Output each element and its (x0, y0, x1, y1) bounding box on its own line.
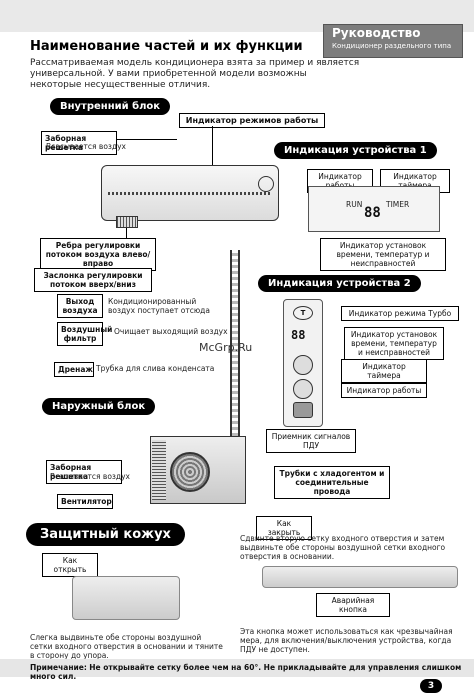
page-title: Наименование частей и их функции (30, 39, 303, 54)
fan-illustration (170, 452, 210, 492)
filter-note: Очищает выходящий воздух (114, 327, 228, 336)
display1-timer-text: TIMER (386, 200, 410, 209)
footer-text: Не открывайте сетку более чем на 60°. Не… (30, 663, 462, 681)
display2-digits: 88 (291, 328, 306, 342)
indoor-unit-stripe (108, 192, 272, 195)
manual-subtitle: Кондиционер раздельного типа (332, 42, 452, 50)
filter-label: Воздушный фильтр (57, 322, 112, 346)
receiver-label: Приемник сигналов ПДУ (266, 429, 356, 453)
outlet-note: Кондиционированный воздух поступает отсю… (108, 297, 210, 315)
open-cover-illustration (72, 576, 180, 620)
mode-indicator-label: Индикатор режимов работы (179, 113, 325, 128)
outlet-label: Выход воздуха (57, 294, 103, 318)
pipe-illustration (230, 250, 240, 460)
open-label: Как открыть (42, 553, 98, 577)
intake-grille-note: Всасывается воздух (46, 142, 126, 151)
drain-note: Трубка для слива конденсата (96, 364, 215, 373)
drain-label: Дренаж (54, 362, 94, 377)
footer-prefix: Примечание: (30, 663, 87, 672)
display2-heading: Индикация устройства 2 (258, 275, 421, 292)
mode-display-icon (258, 176, 274, 192)
display1-heading: Индикация устройства 1 (274, 142, 437, 159)
intake-grille-label: Заборная решетка (41, 131, 117, 155)
watermark: McGrp.Ru (199, 341, 253, 354)
power-icon (293, 379, 313, 399)
display1-digits: 88 (364, 205, 381, 221)
fan-label: Вентилятор (57, 494, 113, 509)
outdoor-unit-heading: Наружный блок (42, 398, 156, 415)
emergency-label: Аварийная кнопка (316, 593, 390, 617)
emergency-illustration (262, 566, 458, 588)
open-text: Слегка выдвиньте обе стороны воздушной с… (30, 633, 223, 660)
ir-receiver-icon (293, 402, 313, 418)
indoor-unit-heading: Внутренний блок (50, 98, 171, 115)
outdoor-side-grill (152, 440, 166, 500)
page-number: 3 (420, 679, 442, 693)
mode-indicator-line (212, 126, 213, 166)
display2-time-label: Индикатор установок времени, температур … (344, 327, 444, 360)
outdoor-intake-label: Заборная решетка (46, 460, 122, 484)
louver-ud-label: Заслонка регулировки потоком вверх/вниз (34, 268, 152, 292)
emergency-text: Эта кнопка может использоваться как чрез… (240, 627, 453, 654)
outdoor-intake-note: Всасывается воздух (50, 472, 130, 481)
display1-run-text: RUN (346, 200, 363, 209)
display2-run-label: Индикатор работы (341, 383, 427, 398)
close-text: Сдвинте вторую сетку входного отверстия … (240, 534, 446, 561)
display2-timer-label: Индикатор таймера (341, 359, 427, 383)
intake-grille-line (117, 139, 177, 140)
manual-title: Руководство (332, 26, 421, 40)
louvers-lr-label: Ребра регулировки потоком воздуха влево/… (40, 238, 156, 271)
turbo-icon: T (293, 306, 313, 320)
close-label: Как закрыть (256, 516, 312, 540)
display1-time-label: Индикатор установок времени, температур … (320, 238, 446, 271)
footer-note: Примечание: Не открывайте сетку более че… (30, 663, 474, 681)
cover-heading: Защитный кожух (26, 523, 185, 546)
timer-icon (293, 355, 313, 375)
footer-band (0, 659, 474, 677)
louvers-line (126, 228, 127, 238)
turbo-label: Индикатор режима Турбо (341, 306, 459, 321)
pipes-label: Трубки с хладогентом и соединительные пр… (274, 466, 390, 499)
display1-panel (308, 186, 440, 232)
intro-text: Рассматриваемая модель кондиционера взят… (30, 58, 360, 90)
indoor-unit-grill (116, 216, 138, 228)
manual-header-box (323, 24, 463, 58)
